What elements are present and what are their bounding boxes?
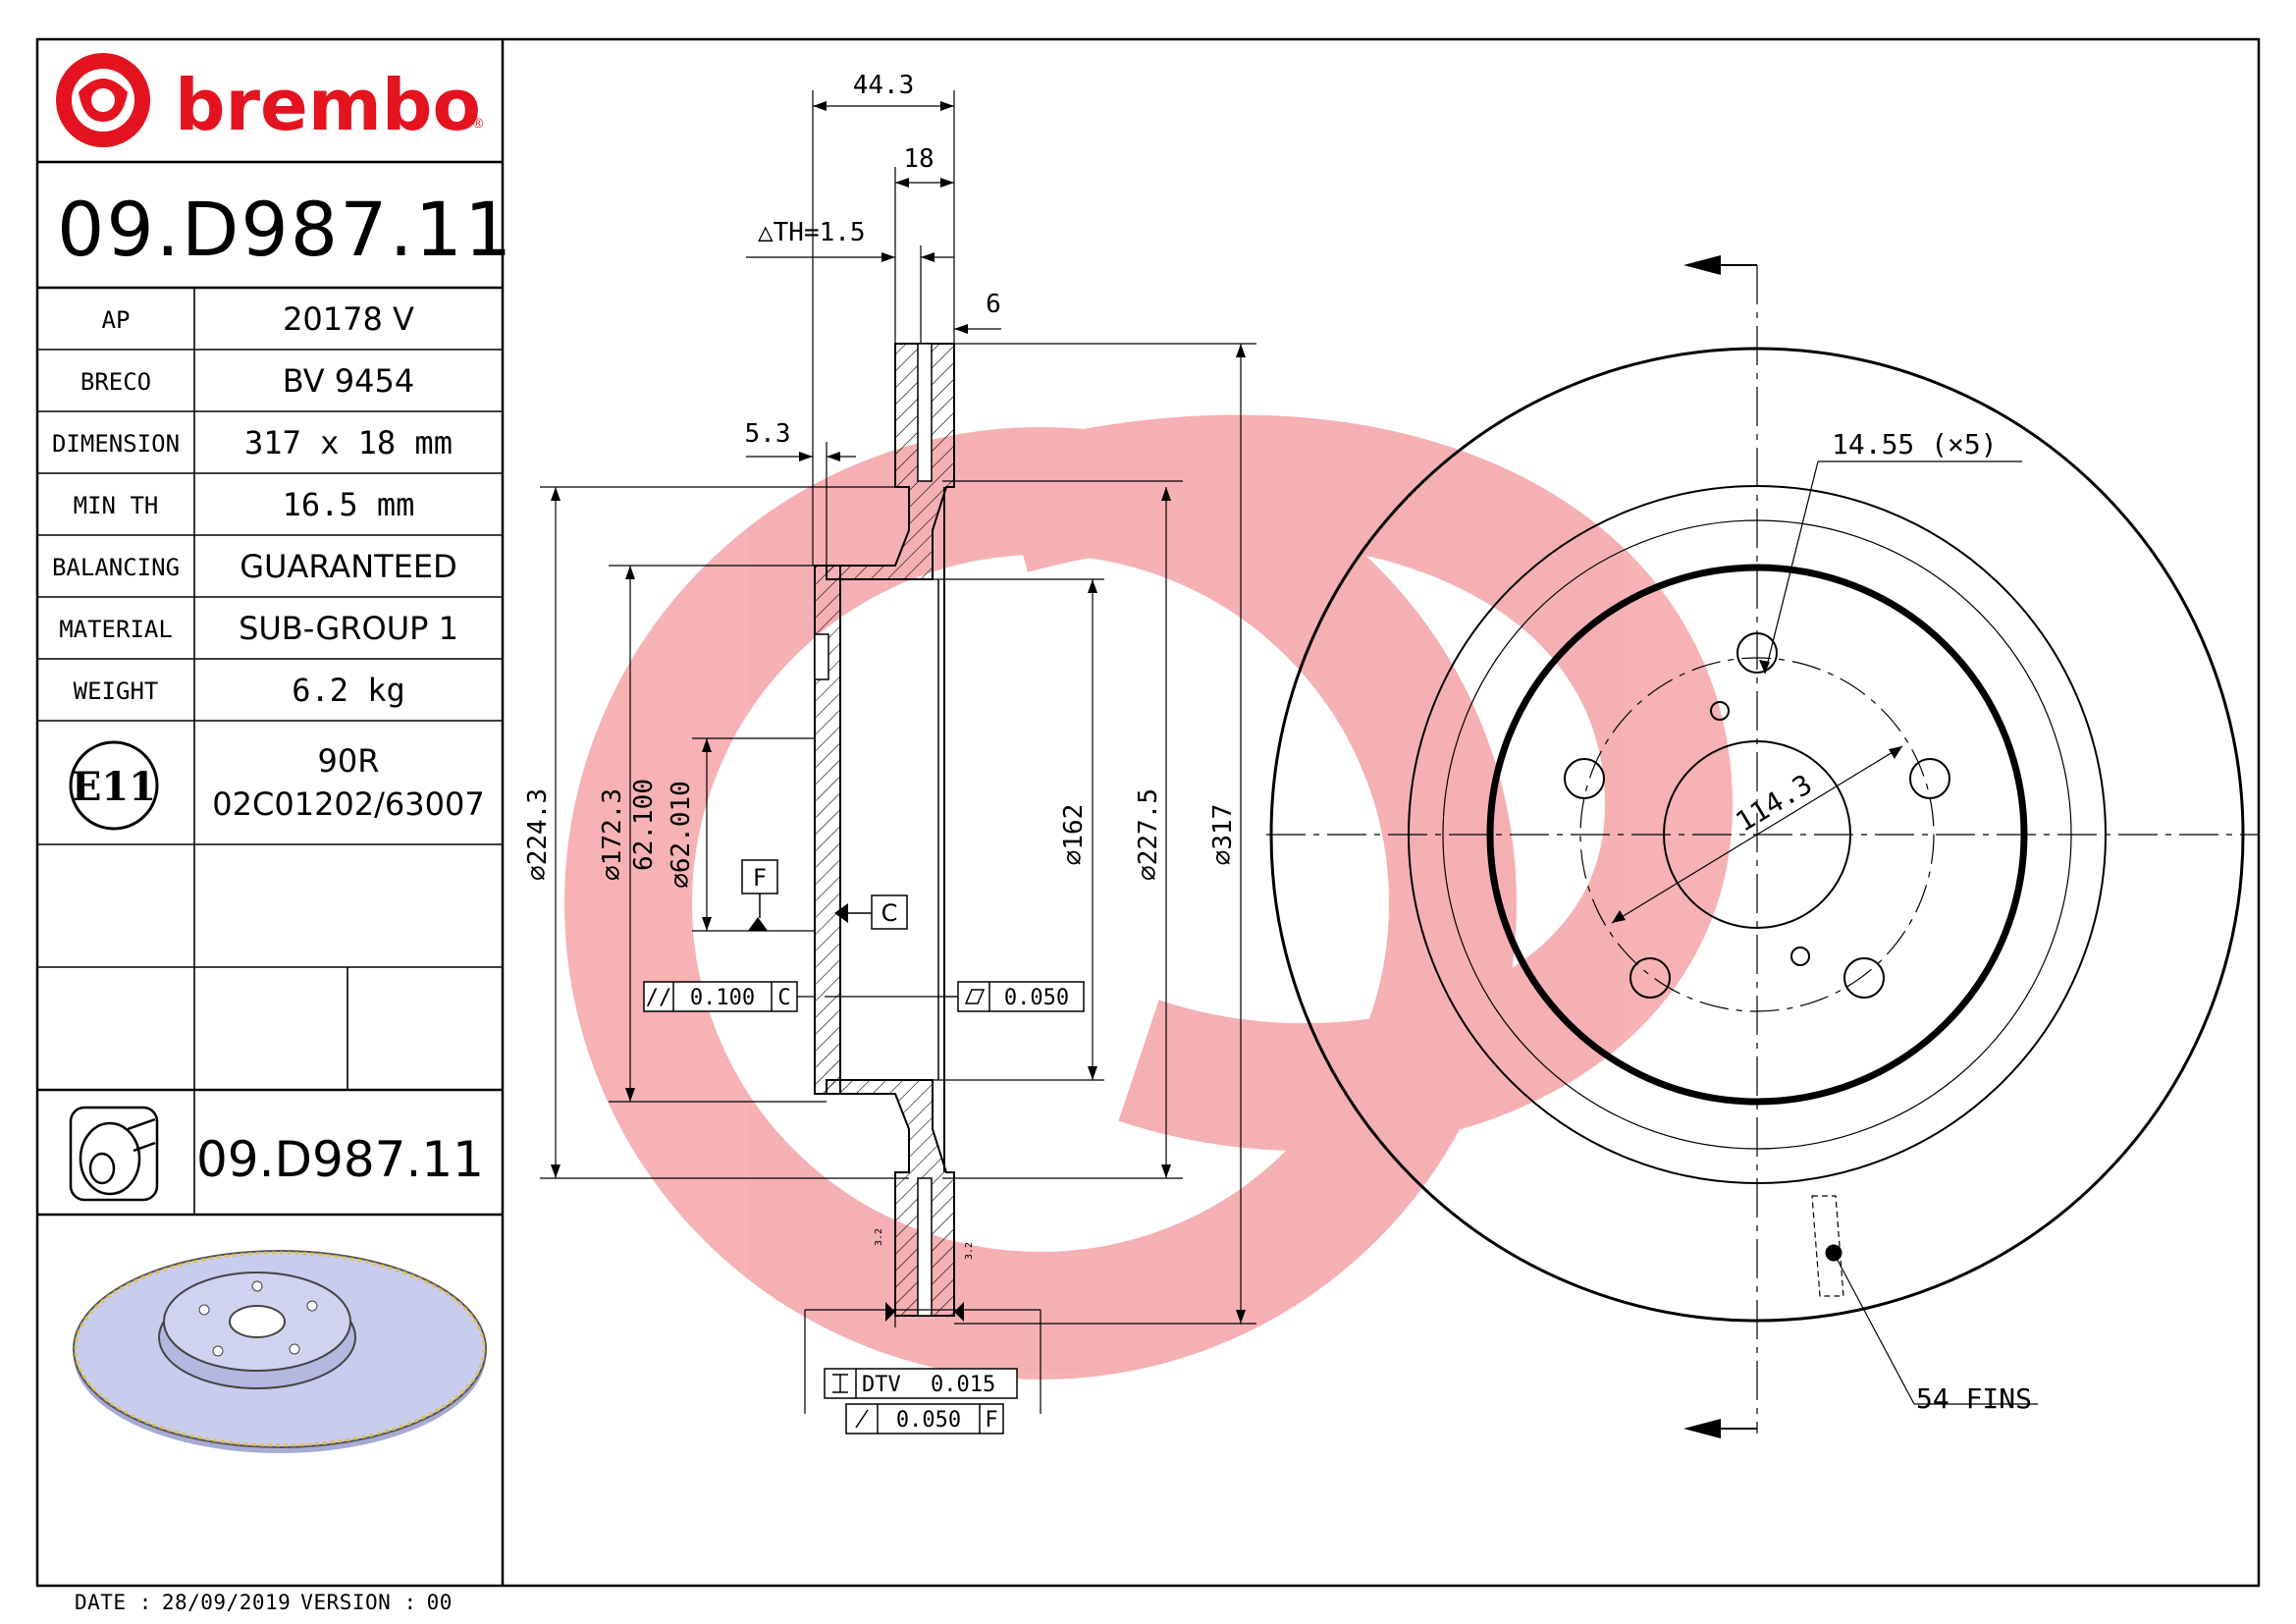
dim-dia-224: ⌀224.3	[523, 788, 553, 881]
homologation-line-2: 02C01202/63007	[212, 785, 484, 823]
brand-name: brembo	[175, 64, 481, 146]
front-view	[1266, 264, 2258, 1434]
dim-th-tolerance: △TH=1.5	[758, 218, 866, 247]
dim-hat-offset: 5.3	[745, 419, 791, 449]
spec-value-ap: 20178 V	[283, 300, 414, 338]
section-labels: 44.3 18 △TH=1.5 6 5.3 ⌀224.3 ⌀172.3 62.1…	[523, 71, 1238, 1260]
dim-dia-172: ⌀172.3	[598, 788, 627, 881]
parallelism-datum: C	[777, 986, 790, 1010]
disc-icon	[69, 1106, 159, 1202]
spec-label-breco: BRECO	[80, 368, 151, 396]
dim-dia-317: ⌀317	[1208, 804, 1238, 866]
roughness-right: 3.2	[964, 1242, 975, 1260]
brembo-watermark	[564, 414, 1734, 1380]
footer-part-number: 09.D987.11	[196, 1131, 484, 1188]
e-mark-circle	[69, 740, 159, 831]
flatness-symbol	[964, 989, 986, 1004]
version-label: VERSION :	[300, 1591, 417, 1614]
homologation-line-1: 90R	[318, 742, 380, 780]
dtv-symbol	[832, 1374, 848, 1393]
homologation-block: E11 90R 02C01202/63007	[69, 740, 485, 831]
dim-dia-227: ⌀227.5	[1134, 788, 1163, 881]
version-value: 00	[426, 1591, 453, 1614]
dim-braking-band: 6	[986, 290, 1001, 319]
parallelism-value: 0.100	[690, 986, 755, 1010]
flatness-frame: 0.050	[944, 981, 1085, 1012]
front-view-labels: 114.3 14.55 (×5) 54 FINS	[1730, 428, 2032, 1415]
e-mark: E11	[72, 764, 156, 810]
spec-label-material: MATERIAL	[59, 616, 173, 643]
runout-datum: F	[985, 1408, 997, 1433]
spec-value-weight: 6.2 kg	[292, 672, 405, 709]
fins-count: 54 FINS	[1916, 1382, 2032, 1415]
dim-thickness: 18	[903, 144, 934, 174]
spec-value-breco: BV 9454	[283, 362, 414, 400]
dim-overall-height: 44.3	[853, 71, 915, 100]
roughness-left: 3.2	[874, 1228, 884, 1246]
part-number: 09.D987.11	[57, 186, 513, 273]
dtv-label: DTV	[862, 1373, 901, 1397]
date-value: 28/09/2019	[161, 1591, 292, 1614]
dtv-frame: DTV 0.015	[824, 1368, 1018, 1399]
spec-label-dimension: DIMENSION	[52, 430, 180, 458]
dim-dia-62-lower: ⌀62.010	[667, 781, 696, 889]
spec-label-ap: AP	[102, 306, 131, 334]
spec-table: AP 20178 V BRECO BV 9454 DIMENSION 317 x…	[52, 300, 458, 709]
spec-value-dimension: 317 x 18 mm	[244, 424, 453, 461]
dim-dia-162: ⌀162	[1059, 804, 1089, 866]
spec-value-balancing: GUARANTEED	[240, 548, 457, 585]
flatness-value: 0.050	[1004, 986, 1069, 1010]
spec-label-min-th: MIN TH	[74, 492, 159, 519]
dim-pcd: 114.3	[1730, 768, 1817, 839]
svg-text:F: F	[753, 864, 767, 892]
registered-mark: ®	[473, 115, 484, 131]
hat-wall-section	[814, 565, 841, 1095]
sheet-frame	[35, 37, 2261, 1588]
spec-value-min-th: 16.5 mm	[283, 486, 415, 523]
footer-meta: DATE : 28/09/2019 VERSION : 00	[75, 1591, 462, 1614]
runout-symbol	[855, 1409, 869, 1429]
brembo-logo: brembo ®	[56, 53, 484, 147]
spec-value-material: SUB-GROUP 1	[239, 610, 458, 647]
dimension-arrows	[551, 101, 1246, 1324]
dim-dia-62-upper: 62.100	[629, 779, 659, 871]
svg-text:C: C	[881, 899, 898, 927]
spec-label-weight: WEIGHT	[74, 677, 159, 705]
datum-c: C	[846, 894, 908, 930]
runout-value: 0.050	[896, 1408, 961, 1433]
datum-f: F	[741, 859, 778, 918]
dtv-value: 0.015	[931, 1373, 995, 1397]
parallelism-symbol: //	[646, 986, 672, 1010]
title-block-grid	[37, 160, 503, 1217]
date-label: DATE :	[75, 1591, 152, 1614]
disc-render	[73, 1250, 487, 1453]
runout-frame: 0.050 F	[845, 1403, 1004, 1435]
dim-bolt-holes: 14.55 (×5)	[1832, 428, 1998, 460]
parallelism-frame: // 0.100 C	[643, 981, 815, 1012]
front-view-arrows	[1612, 255, 1902, 1438]
spec-label-balancing: BALANCING	[52, 554, 180, 581]
